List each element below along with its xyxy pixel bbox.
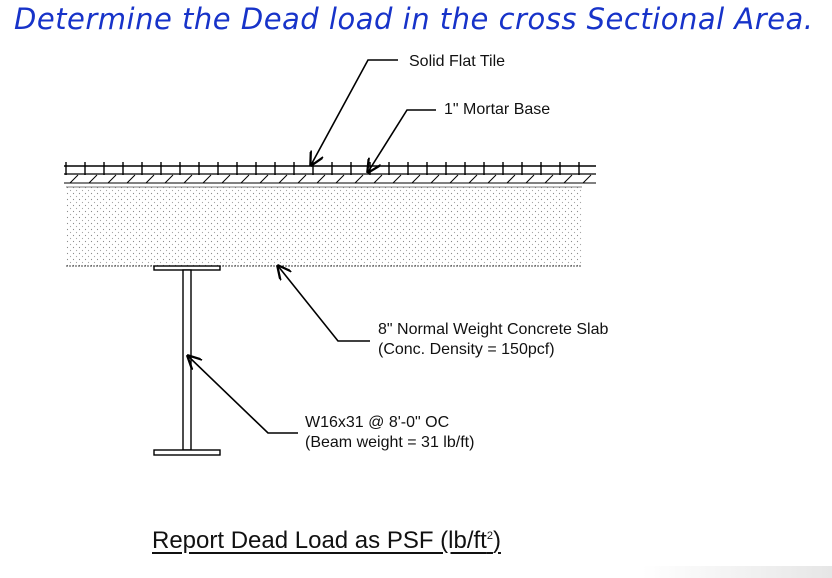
question-text: Determine the Dead load in the cross Sec… [14,2,814,36]
mortar-hatch-26 [563,174,573,184]
mortar-hatch-17 [392,174,402,184]
mortar-hatch-20 [449,174,459,184]
handwritten-question: Determine the Dead load in the cross Sec… [14,2,832,36]
mortar-hatch-5 [164,174,174,184]
mortar-hatch-25 [544,174,554,184]
mortar-hatch-1 [88,174,98,184]
mortar-hatch-13 [316,174,326,184]
mortar-hatch-18 [411,174,421,184]
mortar-hatch-6 [183,174,193,184]
mortar-hatch-2 [107,174,117,184]
mortar-hatch-3 [126,174,136,184]
report-superscript: 2 [486,530,493,542]
mortar-hatch-7 [202,174,212,184]
mortar-hatch-23 [506,174,516,184]
slab-label-line2: (Conc. Density = 150pcf) [378,341,555,358]
report-text: Report Dead Load as PSF (lb/ft [152,527,487,554]
mortar-hatch-12 [297,174,307,184]
beam-label-line1: W16x31 @ 8'-0" OC [305,414,450,431]
solid-flat-tile-layer [64,162,596,175]
mortar-hatch-24 [525,174,535,184]
mortar-hatch-27 [582,174,592,184]
mortar-hatch-8 [221,174,231,184]
mortar-base-layer [64,174,596,184]
slab-leader-line [278,266,370,342]
beam-bottom-flange [153,449,221,456]
mortar-hatch-10 [259,174,269,184]
mortar-hatch-15 [354,174,364,184]
beam-leader-line [188,356,298,434]
beam-label-line2: (Beam weight = 31 lb/ft) [305,434,475,451]
mortar-hatch-19 [430,174,440,184]
mortar-hatch-0 [69,174,79,184]
report-instruction: Report Dead Load as PSF (lb/ft2) [152,527,501,555]
slab-label-line1: 8" Normal Weight Concrete Slab [378,321,609,338]
tile-label: Solid Flat Tile [409,53,506,70]
beam-web [182,269,192,451]
mortar-hatch-21 [468,174,478,184]
beam-label: W16x31 @ 8'-0" OC (Beam weight = 31 lb/f… [305,413,474,453]
mortar-hatch-9 [240,174,250,184]
corner-shadow [642,566,832,578]
tile-leader-line [311,59,398,165]
mortar-hatch-11 [278,174,288,184]
mortar-label: 1" Mortar Base [444,101,551,118]
slab-label: 8" Normal Weight Concrete Slab (Conc. De… [378,320,608,360]
mortar-hatch-22 [487,174,497,184]
report-suffix: ) [492,527,501,554]
mortar-hatch-14 [335,174,345,184]
w16x31-beam [153,265,221,456]
concrete-slab [66,187,582,266]
mortar-hatch-16 [373,174,383,184]
mortar-leader-line [368,109,436,172]
mortar-hatch-4 [145,174,155,184]
